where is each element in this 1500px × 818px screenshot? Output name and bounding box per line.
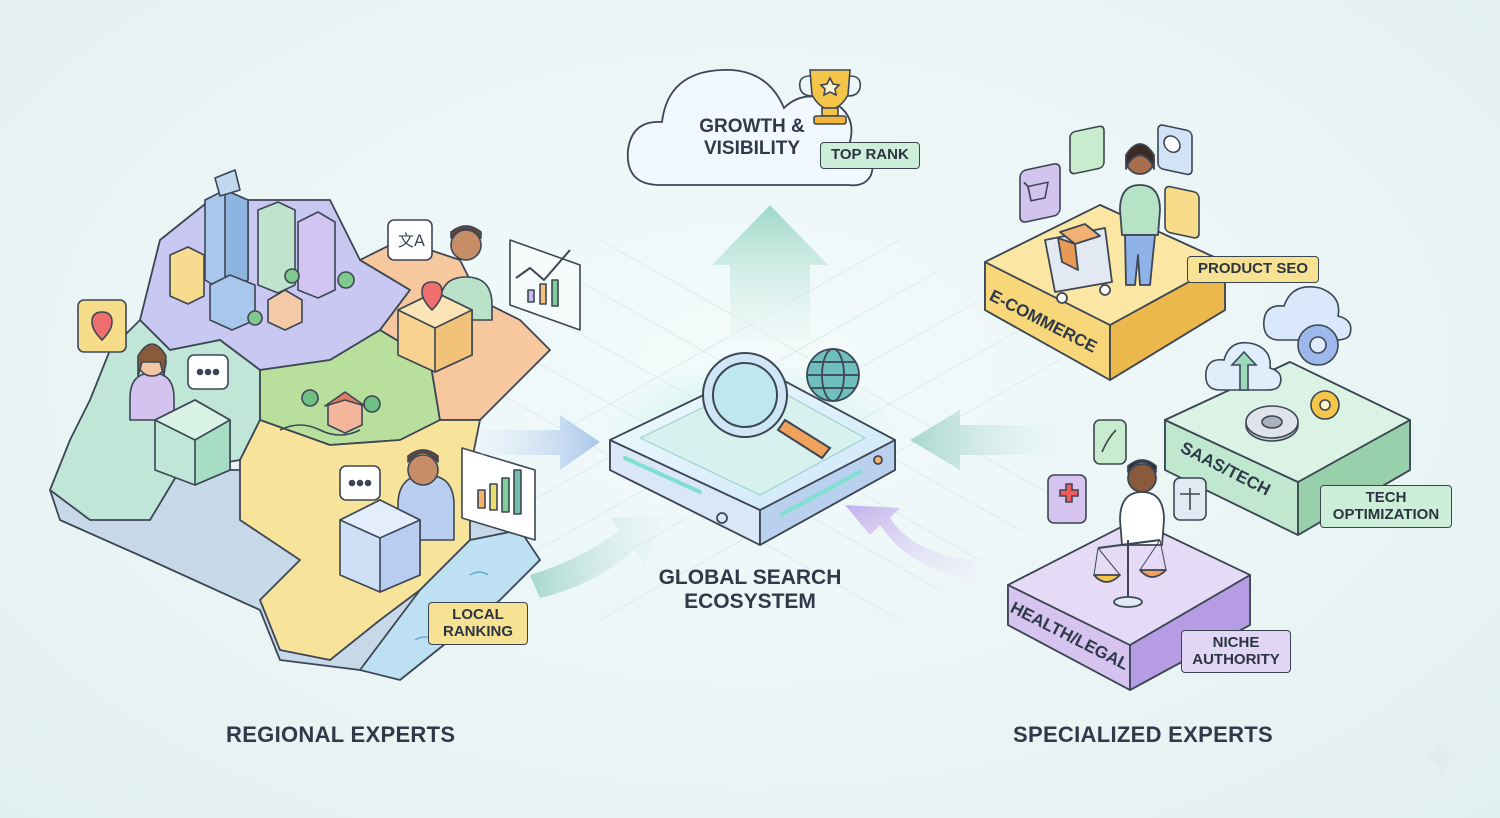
- svg-text:文A: 文A: [398, 231, 425, 250]
- hub-title: GLOBAL SEARCH ECOSYSTEM: [658, 566, 842, 614]
- cloud-upload-icon: [1204, 341, 1282, 391]
- card-tile-icon: [1164, 185, 1200, 239]
- gear-icons: [1245, 324, 1340, 442]
- trophy-icon: [798, 69, 862, 125]
- arrow-from-regional-curved: [530, 515, 665, 598]
- health-icons: [1047, 419, 1207, 524]
- ecommerce-platform: [984, 143, 1226, 381]
- regional-section-title: REGIONAL EXPERTS: [226, 722, 456, 747]
- product-seo-tag: PRODUCT SEO: [1187, 256, 1320, 283]
- search-hub-device: [609, 367, 896, 546]
- up-arrow: [712, 205, 828, 340]
- regional-expert-people: [129, 225, 493, 593]
- arrow-from-regional: [480, 415, 600, 470]
- shopping-bag-tile-icon: [1069, 125, 1105, 175]
- globe-icon: [806, 348, 860, 402]
- sparkle-icon: [1422, 737, 1462, 777]
- magnifier-icon: [702, 352, 832, 460]
- tech-optimization-tag: TECH OPTIMIZATION: [1320, 485, 1452, 528]
- stethoscope-tile-icon: [1093, 419, 1127, 465]
- cloud-icon-large: [1263, 286, 1352, 341]
- local-ranking-tag: LOCAL RANKING: [428, 602, 528, 645]
- location-pin-icon: [421, 281, 443, 311]
- city-buildings: [169, 169, 355, 331]
- arrow-from-health: [845, 505, 975, 580]
- regional-icons: 文A: [77, 219, 581, 541]
- cart-tile-icon: [1019, 163, 1061, 223]
- translate-icon: [387, 219, 433, 261]
- ecommerce-icons: [1019, 124, 1200, 239]
- cloud-title: GROWTH & VISIBILITY: [699, 116, 805, 159]
- arrow-from-saas: [910, 410, 1060, 470]
- village: [279, 389, 381, 436]
- top-rank-tag: TOP RANK: [820, 142, 920, 169]
- specialized-section-title: SPECIALIZED EXPERTS: [1013, 722, 1273, 747]
- niche-authority-tag: NICHE AUTHORITY: [1181, 630, 1291, 673]
